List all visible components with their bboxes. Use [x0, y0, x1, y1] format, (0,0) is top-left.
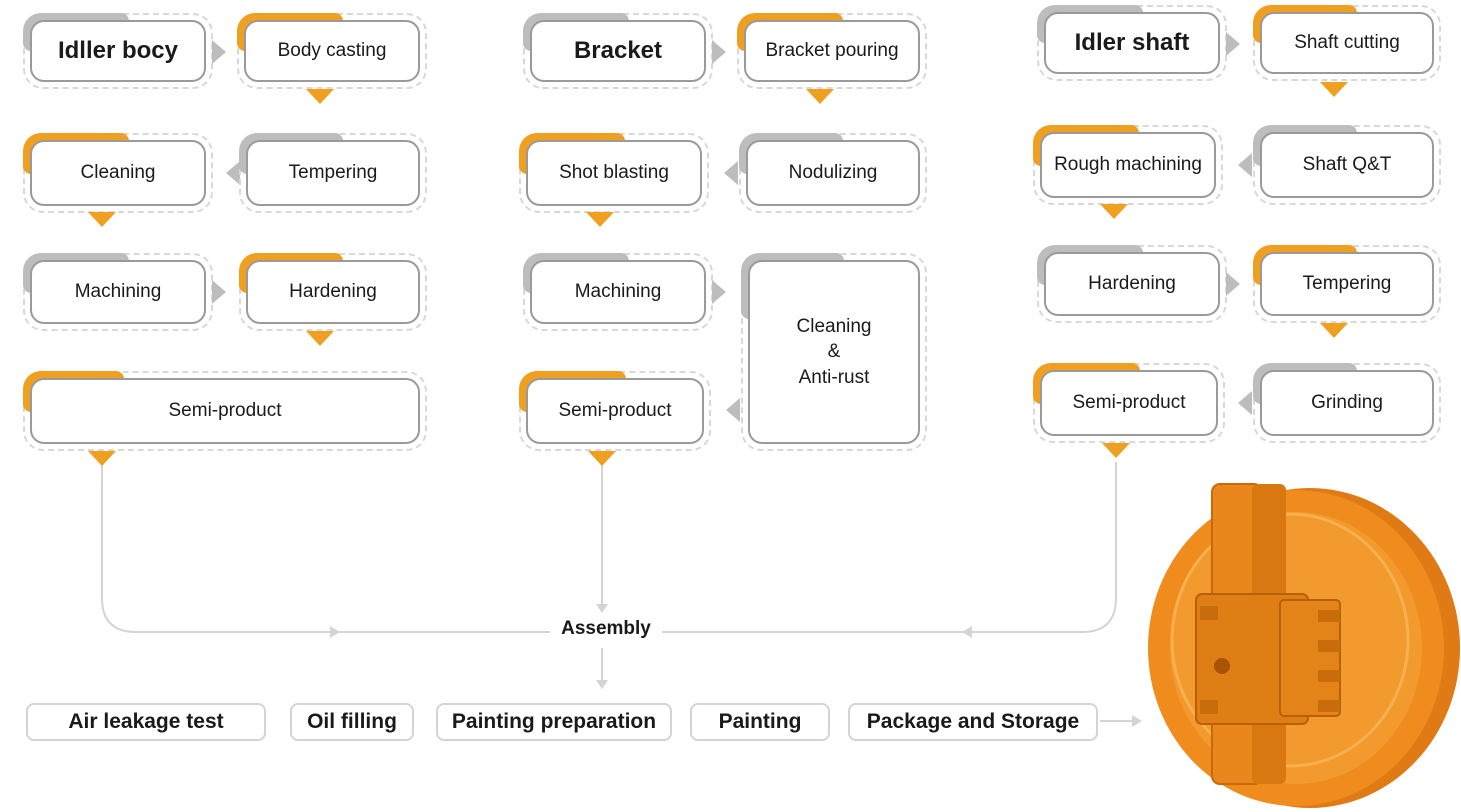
node-bracket-title: Bracket [523, 13, 713, 89]
node-shot-blasting: Shot blasting [519, 133, 709, 213]
node-label-line: Cleaning [796, 315, 872, 337]
node-label: Shot blasting [526, 140, 702, 206]
node-nodulizing: Nodulizing [739, 133, 927, 213]
connector-product-arrowhead [1132, 715, 1142, 727]
node-shaft-cutting: Shaft cutting [1253, 5, 1441, 81]
arrow-down [806, 89, 834, 104]
connector-left-arrowhead [330, 626, 340, 638]
arrow-down [1320, 323, 1348, 338]
node-label: Body casting [244, 20, 420, 82]
arrow-right [1226, 32, 1240, 56]
arrow-down [306, 331, 334, 346]
arrow-left [1238, 391, 1252, 415]
node-semi-product: Semi-product [1033, 363, 1225, 443]
node-label: Machining [30, 260, 206, 324]
node-idler-body-title: Idller bocy [23, 13, 213, 89]
node-label: Bracket [530, 20, 706, 82]
node-label: Rough machining [1040, 132, 1216, 198]
arrow-down [588, 451, 616, 466]
arrow-down [306, 89, 334, 104]
arrow-right [212, 280, 226, 304]
node-cleaning-anti-rust: Cleaning & Anti-rust [741, 253, 927, 451]
node-label: Nodulizing [746, 140, 920, 206]
node-semi-product: Semi-product [519, 371, 711, 451]
arrow-down [1320, 82, 1348, 97]
node-body-casting: Body casting [237, 13, 427, 89]
assembly-label: Assembly [550, 616, 662, 642]
node-hardening: Hardening [239, 253, 427, 331]
node-bracket-pouring: Bracket pouring [737, 13, 927, 89]
node-idler-shaft-title: Idler shaft [1037, 5, 1227, 81]
node-label: Semi-product [526, 378, 704, 444]
node-label: Bracket pouring [744, 20, 920, 82]
connector-right-arrowhead [962, 626, 972, 638]
node-label: Hardening [246, 260, 420, 324]
connector-left [101, 462, 552, 633]
node-machining: Machining [523, 253, 713, 331]
arrow-left [724, 161, 738, 185]
node-shaft-qt: Shaft Q&T [1253, 125, 1441, 205]
node-cleaning: Cleaning [23, 133, 213, 213]
node-label: Idller bocy [30, 20, 206, 82]
node-tempering: Tempering [1253, 245, 1441, 323]
node-tempering: Tempering [239, 133, 427, 213]
arrow-down [88, 451, 116, 466]
node-hardening: Hardening [1037, 245, 1227, 323]
idler-wheel-image [1148, 483, 1460, 808]
arrow-right [712, 40, 726, 64]
step-painting: Painting [690, 703, 830, 741]
connector-right [662, 462, 1117, 633]
step-package-and-storage: Package and Storage [848, 703, 1098, 741]
arrow-down [88, 212, 116, 227]
arrow-left [726, 398, 740, 422]
arrow-down [1102, 443, 1130, 458]
arrow-left [1238, 153, 1252, 177]
arrow-right [1226, 272, 1240, 296]
node-label: Idler shaft [1044, 12, 1220, 74]
arrow-left [226, 161, 240, 185]
arrow-down [1100, 204, 1128, 219]
node-label: Tempering [246, 140, 420, 206]
node-label: Tempering [1260, 252, 1434, 316]
step-painting-preparation: Painting preparation [436, 703, 672, 741]
node-label: Shaft Q&T [1260, 132, 1434, 198]
node-rough-machining: Rough machining [1033, 125, 1223, 205]
node-label-group: Cleaning & Anti-rust [748, 260, 920, 444]
node-label: Machining [530, 260, 706, 324]
arrow-down [586, 212, 614, 227]
node-label: Grinding [1260, 370, 1434, 436]
node-label-line: Anti-rust [798, 366, 870, 388]
node-label-line: & [827, 341, 841, 363]
step-oil-filling: Oil filling [290, 703, 414, 741]
arrow-right [212, 40, 226, 64]
node-label: Semi-product [30, 378, 420, 444]
connector-assembly-arrowhead [596, 680, 608, 689]
node-semi-product: Semi-product [23, 371, 427, 451]
node-label: Semi-product [1040, 370, 1218, 436]
step-air-leakage-test: Air leakage test [26, 703, 266, 741]
node-machining: Machining [23, 253, 213, 331]
node-label: Hardening [1044, 252, 1220, 316]
node-label: Cleaning [30, 140, 206, 206]
node-label: Shaft cutting [1260, 12, 1434, 74]
connector-middle-arrowhead [596, 604, 608, 613]
arrow-right [712, 280, 726, 304]
node-grinding: Grinding [1253, 363, 1441, 443]
